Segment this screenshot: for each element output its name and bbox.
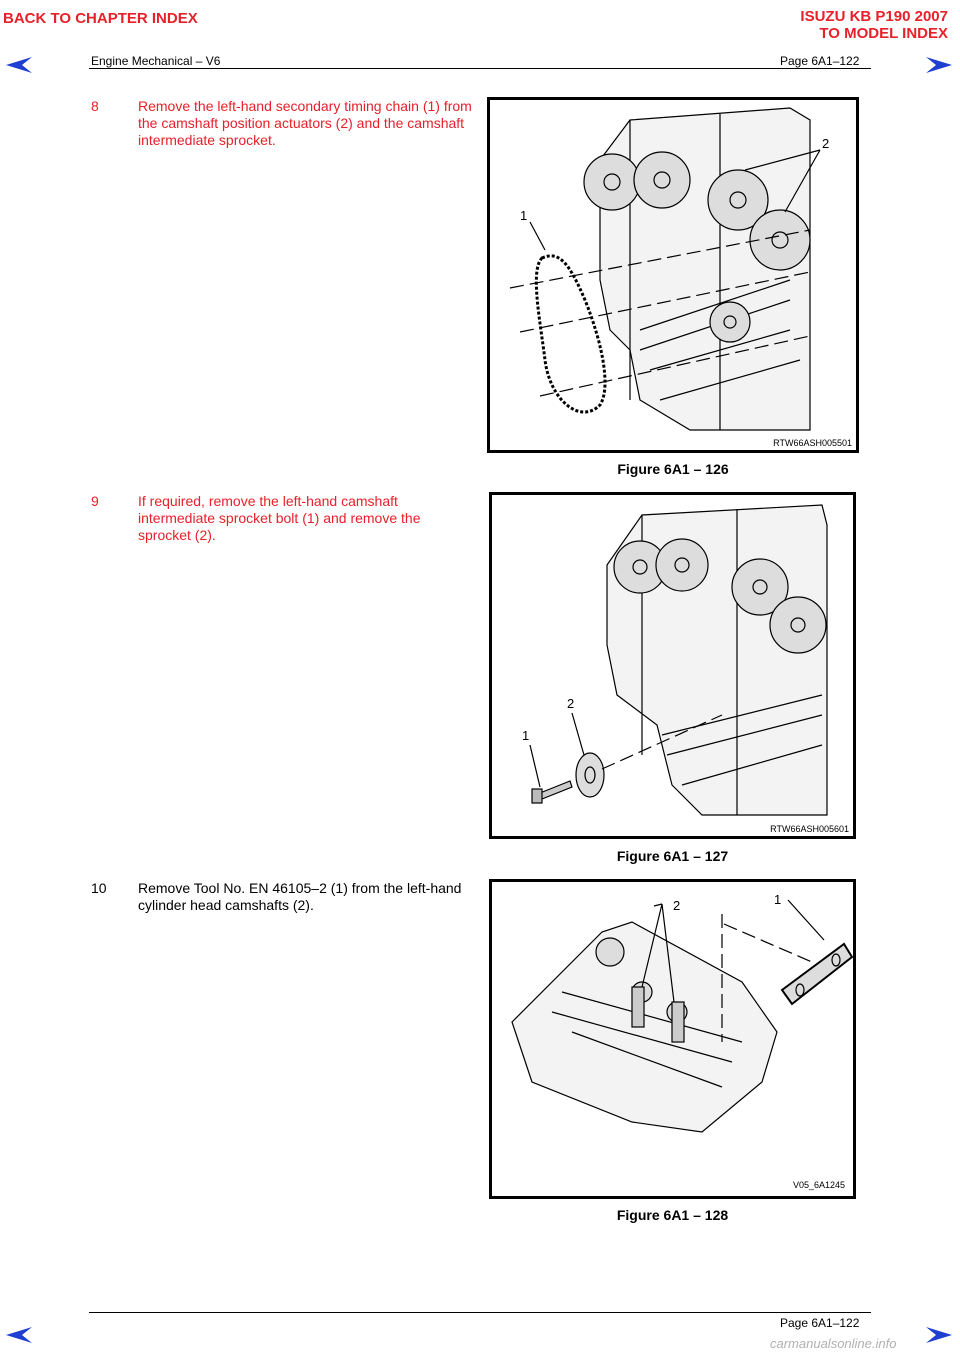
step-line: If required, remove the left-hand camsha… <box>138 493 398 509</box>
watermark: carmanualsonline.info <box>770 1336 897 1351</box>
callout-1: 1 <box>774 892 781 907</box>
step-text: Remove the left-hand secondary timing ch… <box>138 98 472 149</box>
step-number: 9 <box>91 493 99 509</box>
figure-126-caption: Figure 6A1 – 126 <box>617 461 729 477</box>
header-rule <box>89 68 871 69</box>
cylinder-head-illustration: 2 1 <box>511 892 853 1133</box>
step-number: 10 <box>91 880 107 896</box>
back-to-chapter-index-link[interactable]: BACK TO CHAPTER INDEX <box>3 10 198 27</box>
model-index-link[interactable]: ISUZU KB P190 2007 TO MODEL INDEX <box>800 8 948 42</box>
next-page-arrow-icon[interactable] <box>924 55 954 75</box>
step-line: intermediate sprocket. <box>138 132 276 148</box>
next-page-arrow-icon[interactable] <box>924 1325 954 1345</box>
figure-126-image: 1 2 RTW66ASH005501 <box>487 97 859 453</box>
figure-code: V05_6A1245 <box>792 1180 845 1190</box>
callout-2: 2 <box>567 696 574 711</box>
figure-128-image: 2 1 V05_6A1245 <box>489 879 856 1199</box>
step-line: the camshaft position actuators (2) and … <box>138 115 465 131</box>
page-number-bottom: Page 6A1–122 <box>780 1316 860 1330</box>
to-model-index-label: TO MODEL INDEX <box>819 25 948 42</box>
step-line: Remove the left-hand secondary timing ch… <box>138 98 472 114</box>
callout-2: 2 <box>822 136 829 151</box>
step-text: Remove Tool No. EN 46105–2 (1) from the … <box>138 880 461 914</box>
engine-illustration-sprocket: 1 2 <box>522 504 828 816</box>
page-number-top: Page 6A1–122 <box>780 54 860 68</box>
figure-127-caption: Figure 6A1 – 127 <box>616 848 729 864</box>
section-title: Engine Mechanical – V6 <box>91 54 221 68</box>
figure-128-caption: Figure 6A1 – 128 <box>616 1207 729 1223</box>
figure-127-image: 1 2 RTW66ASH005601 <box>489 492 856 839</box>
model-title: ISUZU KB P190 2007 <box>800 8 948 25</box>
step-text: If required, remove the left-hand camsha… <box>138 493 420 544</box>
step-line: sprocket (2). <box>138 527 216 543</box>
step-line: cylinder head camshafts (2). <box>138 897 314 913</box>
step-line: intermediate sprocket bolt (1) and remov… <box>138 510 421 526</box>
previous-page-arrow-icon[interactable] <box>4 55 34 75</box>
callout-1: 1 <box>520 208 527 223</box>
callout-1: 1 <box>522 728 529 743</box>
figure-code: RTW66ASH005601 <box>770 824 849 834</box>
step-number: 8 <box>91 98 99 114</box>
callout-2: 2 <box>673 898 680 913</box>
figure-code: RTW66ASH005501 <box>773 438 852 448</box>
previous-page-arrow-icon[interactable] <box>4 1325 34 1345</box>
footer-rule <box>89 1312 871 1313</box>
step-line: Remove Tool No. EN 46105–2 (1) from the … <box>138 880 462 896</box>
engine-illustration-timing-chain: 1 2 <box>509 107 829 431</box>
